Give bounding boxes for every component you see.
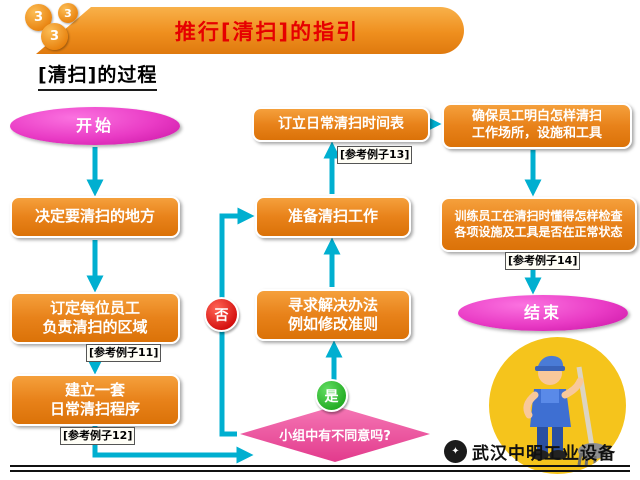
decision-no-badge: 否 bbox=[204, 297, 239, 332]
flow-node-establish-routine: 建立一套 日常清扫程序 bbox=[10, 374, 180, 426]
company-name: 武汉中明工业设备 bbox=[472, 444, 616, 464]
flow-node-seek-solutions: 寻求解决办法 例如修改准则 bbox=[255, 289, 411, 341]
flow-node-prepare-work: 准备清扫工作 bbox=[255, 196, 411, 238]
page-title: 推行[清扫]的指引 bbox=[174, 19, 360, 44]
flow-node-daily-schedule: 订立日常清扫时间表 bbox=[252, 107, 430, 142]
reference-label-12: [参考例子12] bbox=[60, 427, 136, 445]
reference-label-13: [参考例子13] bbox=[337, 146, 413, 164]
flow-node-decide-places: 决定要清扫的地方 bbox=[10, 196, 180, 238]
step-badge: 3 bbox=[25, 4, 52, 31]
step-badge: 3 bbox=[58, 3, 78, 23]
title-banner: 推行[清扫]的指引 bbox=[36, 7, 464, 54]
decision-yes-badge: 是 bbox=[315, 379, 348, 412]
flow-node-end: 结束 bbox=[458, 295, 628, 331]
decision-diamond: 小组中有不同意吗? bbox=[237, 403, 433, 465]
flow-node-train-staff: 训练员工在清扫时懂得怎样检查 各项设施及工具是否在正常状态 bbox=[440, 197, 637, 252]
reference-label-11: [参考例子11] bbox=[86, 344, 162, 362]
section-heading: [清扫]的过程 bbox=[38, 60, 158, 91]
decision-diamond-label: 小组中有不同意吗? bbox=[240, 406, 430, 462]
step-badge: 3 bbox=[41, 23, 68, 50]
flow-node-ensure-understanding: 确保员工明白怎样清扫 工作场所，设施和工具 bbox=[442, 103, 632, 149]
flow-node-start: 开始 bbox=[10, 107, 180, 145]
flow-node-assign-areas: 订定每位员工 负责清扫的区域 bbox=[10, 292, 180, 344]
bottom-divider bbox=[10, 465, 630, 472]
reference-label-14: [参考例子14] bbox=[505, 252, 581, 270]
company-logo-icon: ✦ bbox=[444, 440, 467, 463]
cleaner-illustration bbox=[489, 337, 626, 474]
cleaner-cartoon-icon bbox=[523, 355, 608, 468]
